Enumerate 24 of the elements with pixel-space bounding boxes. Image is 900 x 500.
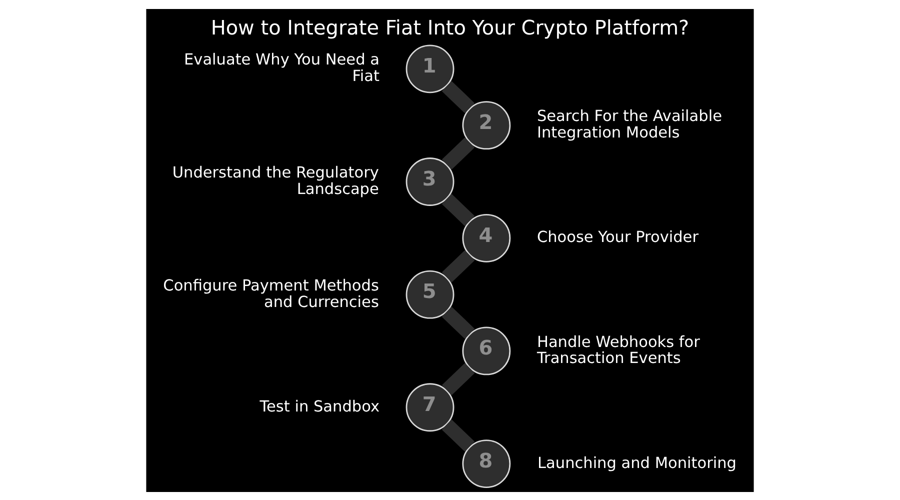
node-label: Choose Your Provider [536, 228, 698, 246]
node-circle: 8 [462, 439, 511, 488]
connector [442, 193, 475, 226]
node-label: Evaluate Why You Need a Fiat [184, 50, 380, 85]
connector [442, 250, 475, 282]
node-circle: 2 [462, 100, 511, 150]
diagram-title: How to Integrate Fiat Into Your Crypto Platform? [210, 14, 690, 39]
node-label: Launching and Monitoring [538, 453, 737, 472]
node-circle: 3 [406, 157, 454, 206]
connector [442, 136, 475, 170]
connector [442, 80, 475, 113]
node-circle: 6 [462, 326, 511, 375]
node-label: Test in Sandbox [260, 396, 380, 415]
node-circle: 7 [406, 382, 454, 432]
node-circle: 4 [462, 213, 511, 262]
node-label: Understand the Regulatory Landscape [172, 163, 379, 198]
connector [442, 362, 475, 395]
node-circle: 5 [406, 270, 454, 318]
connector [442, 306, 475, 338]
node-label: Search For the Available Integration Models [536, 106, 722, 142]
node-label: Configure Payment Methods and Currencies [163, 276, 379, 310]
node-circle: 1 [406, 44, 454, 93]
node-label: Handle Webhooks for Transaction Events [536, 332, 700, 367]
connector [442, 418, 475, 452]
